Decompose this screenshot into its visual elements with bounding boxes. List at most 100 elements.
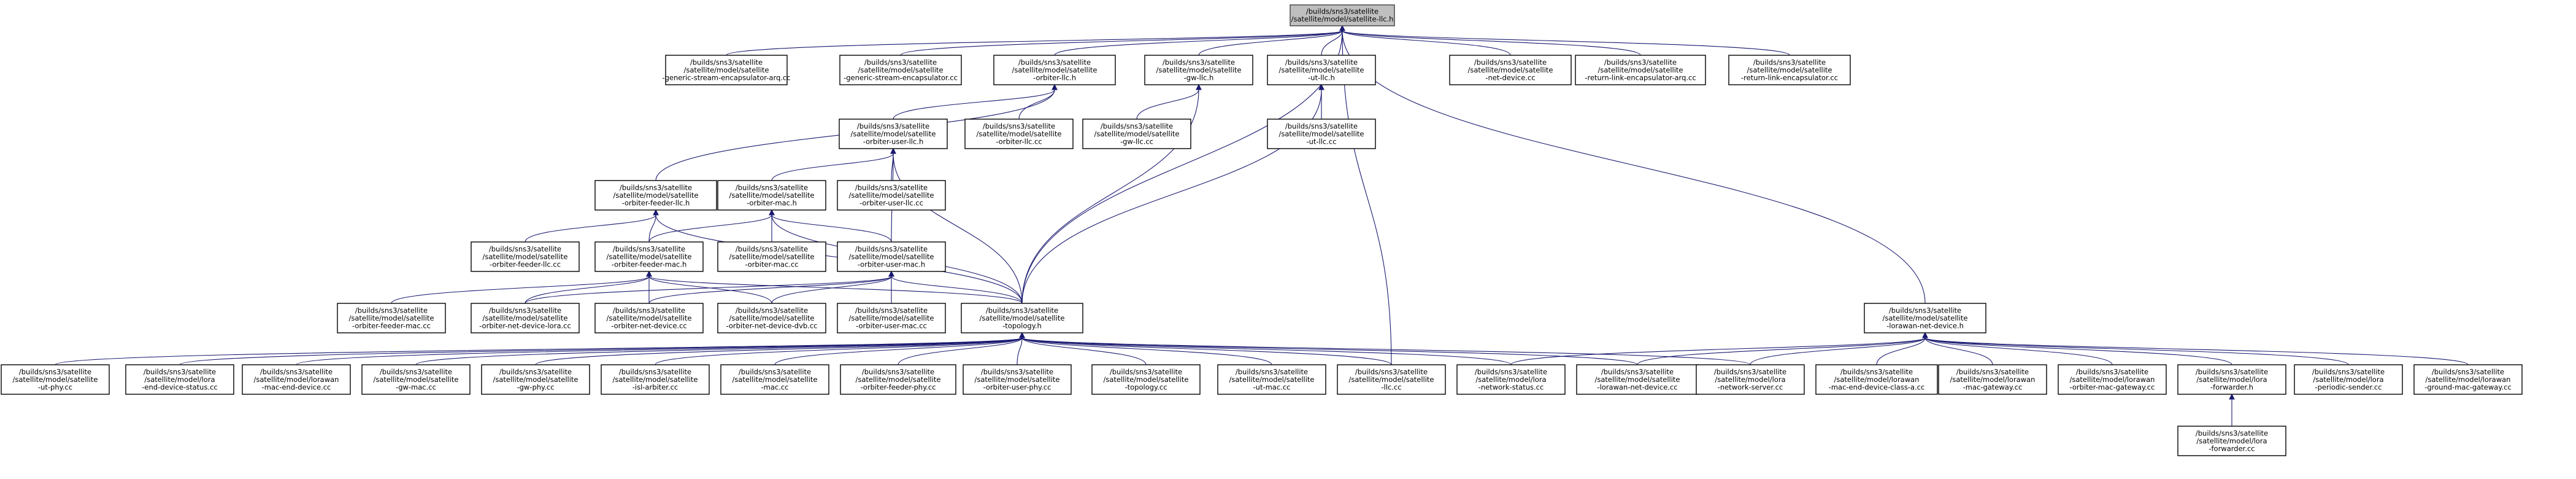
file-node-rlearq[interactable]: /builds/sns3/satellite/satellite/model/s…: [1575, 55, 1706, 85]
file-node-orbfeederllch[interactable]: /builds/sns3/satellite/satellite/model/s…: [594, 180, 717, 211]
file-node-loranetserver[interactable]: /builds/sns3/satellite/satellite/model/l…: [1696, 364, 1805, 395]
file-node-gwmac[interactable]: /builds/sns3/satellite/satellite/model/s…: [361, 364, 471, 395]
edge-lorawanmacgw-to-lorawannetdevh: [1924, 337, 1993, 365]
arrowhead-lorawangroundmacgw-to-lorawannetdevh: [1922, 332, 1928, 338]
file-node-label: -lorawan-net-device.cc: [1597, 383, 1677, 391]
file-node-root[interactable]: /builds/sns3/satellite/satellite/model/s…: [1290, 4, 1395, 26]
file-node-orbnetdevdvb[interactable]: /builds/sns3/satellite/satellite/model/s…: [717, 303, 826, 333]
file-node-lorawanmacenddev[interactable]: /builds/sns3/satellite/satellite/model/l…: [242, 364, 351, 395]
file-node-islarbiter[interactable]: /builds/sns3/satellite/satellite/model/s…: [601, 364, 710, 395]
file-node-lorawangroundmacgw[interactable]: /builds/sns3/satellite/satellite/model/l…: [2413, 364, 2523, 395]
file-node-utllccc[interactable]: /builds/sns3/satellite/satellite/model/s…: [1267, 119, 1376, 149]
file-node-mac[interactable]: /builds/sns3/satellite/satellite/model/s…: [720, 364, 829, 395]
file-node-rle[interactable]: /builds/sns3/satellite/satellite/model/s…: [1728, 55, 1851, 85]
file-node-lorawannetdevcc[interactable]: /builds/sns3/satellite/satellite/model/s…: [1576, 364, 1699, 395]
file-node-label: /satellite/model/satellite: [493, 375, 578, 384]
file-node-label: -forwarder.cc: [2209, 444, 2255, 453]
file-node-label: -orbiter-feeder-mac.cc: [352, 321, 431, 330]
file-node-box: [837, 303, 946, 333]
file-node-label: /builds/sns3/satellite: [855, 306, 928, 314]
file-node-label: /satellite/model/lora: [2196, 437, 2267, 445]
file-node-box: [1728, 55, 1851, 85]
file-node-loraforwarderh[interactable]: /builds/sns3/satellite/satellite/model/l…: [2177, 364, 2286, 395]
file-node-orbnetdev[interactable]: /builds/sns3/satellite/satellite/model/s…: [594, 303, 704, 333]
edge-loranetstatus-to-topologyh: [1021, 337, 1512, 365]
file-node-topologycc[interactable]: /builds/sns3/satellite/satellite/model/s…: [1091, 364, 1201, 395]
file-node-topologyh[interactable]: /builds/sns3/satellite/satellite/model/s…: [961, 303, 1083, 333]
file-node-box: [1815, 364, 1938, 395]
edge-gwphy-to-topologyh: [535, 337, 1023, 365]
file-node-label: /satellite/model/lora: [144, 375, 215, 384]
file-node-loranetstatus[interactable]: /builds/sns3/satellite/satellite/model/l…: [1456, 364, 1566, 395]
file-node-utmac[interactable]: /builds/sns3/satellite/satellite/model/s…: [1217, 364, 1326, 395]
file-node-orbnetdevlora[interactable]: /builds/sns3/satellite/satellite/model/s…: [471, 303, 580, 333]
edge-lorawanorbmacgw-to-lorawannetdevh: [1924, 337, 2113, 365]
file-node-label: /builds/sns3/satellite: [2196, 429, 2268, 437]
file-node-box: [837, 241, 946, 272]
file-node-label: /builds/sns3/satellite: [1889, 306, 1961, 314]
file-node-label: /satellite/model/satellite: [373, 375, 458, 384]
file-node-box: [1938, 364, 2047, 395]
file-node-box: [837, 180, 946, 211]
edge-rle-to-root: [1342, 30, 1790, 56]
file-node-llccc[interactable]: /builds/sns3/satellite/satellite/model/s…: [1337, 364, 1446, 395]
file-node-label: -gw-phy.cc: [517, 383, 554, 391]
file-node-lorawanmacgw[interactable]: /builds/sns3/satellite/satellite/model/l…: [1938, 364, 2047, 395]
file-node-lorawannetdevh[interactable]: /builds/sns3/satellite/satellite/model/s…: [1864, 303, 1986, 333]
file-node-label: /builds/sns3/satellite: [983, 122, 1055, 130]
file-node-orbmach[interactable]: /builds/sns3/satellite/satellite/model/s…: [717, 180, 826, 211]
edge-gsearq-to-root: [726, 30, 1343, 56]
arrowhead-topologyh-to-orbusermach: [888, 270, 894, 277]
edge-orbusermach-to-orbmach: [771, 214, 892, 243]
file-node-lorawanorbmacgw[interactable]: /builds/sns3/satellite/satellite/model/l…: [2058, 364, 2167, 395]
file-node-box: [2294, 364, 2403, 395]
arrowhead-orbfeederllch-to-orbllch: [1052, 84, 1058, 90]
arrowhead-topologyh-to-orbfeedermach: [646, 270, 652, 277]
file-node-label: -orbiter-feeder-llc.cc: [490, 260, 561, 268]
file-node-label: /builds/sns3/satellite: [144, 367, 216, 376]
file-node-label: /builds/sns3/satellite: [2076, 367, 2148, 376]
file-node-orbfeederllccc[interactable]: /builds/sns3/satellite/satellite/model/s…: [471, 241, 580, 272]
file-node-orbfeedermaccc[interactable]: /builds/sns3/satellite/satellite/model/s…: [337, 303, 446, 333]
file-node-label: -gw-llc.h: [1184, 73, 1214, 82]
file-node-gse[interactable]: /builds/sns3/satellite/satellite/model/s…: [839, 55, 962, 85]
file-node-orbfeederphy[interactable]: /builds/sns3/satellite/satellite/model/s…: [840, 364, 956, 395]
file-node-orbusermaccc[interactable]: /builds/sns3/satellite/satellite/model/s…: [837, 303, 946, 333]
file-node-gsearq[interactable]: /builds/sns3/satellite/satellite/model/s…: [662, 55, 791, 85]
file-node-orbuserllch[interactable]: /builds/sns3/satellite/satellite/model/s…: [839, 119, 948, 149]
file-node-gwllccc[interactable]: /builds/sns3/satellite/satellite/model/s…: [1082, 119, 1191, 149]
file-node-utphy[interactable]: /builds/sns3/satellite/satellite/model/s…: [1, 364, 110, 395]
file-node-gwllch[interactable]: /builds/sns3/satellite/satellite/model/s…: [1144, 55, 1253, 85]
edge-gwllch-to-root: [1198, 30, 1343, 56]
file-node-lorawanclassa[interactable]: /builds/sns3/satellite/satellite/model/l…: [1815, 364, 1938, 395]
file-node-orbllch[interactable]: /builds/sns3/satellite/satellite/model/s…: [993, 55, 1116, 85]
file-node-netdev[interactable]: /builds/sns3/satellite/satellite/model/s…: [1449, 55, 1572, 85]
file-node-orbmaccc[interactable]: /builds/sns3/satellite/satellite/model/s…: [717, 241, 826, 272]
file-node-loraforwardercc[interactable]: /builds/sns3/satellite/satellite/model/l…: [2177, 426, 2286, 456]
file-node-label: /satellite/model/satellite: [482, 314, 567, 322]
file-node-box: [717, 180, 826, 211]
file-node-orbuserphy[interactable]: /builds/sns3/satellite/satellite/model/s…: [963, 364, 1072, 395]
edge-topologyh-to-orbuserllch: [893, 153, 1023, 304]
file-node-label: /satellite/model/satellite: [613, 191, 698, 200]
file-node-label: /satellite/model/lorawan: [1834, 375, 1920, 384]
file-node-orbllccc[interactable]: /builds/sns3/satellite/satellite/model/s…: [964, 119, 1074, 149]
file-node-label: /builds/sns3/satellite: [380, 367, 452, 376]
file-node-label: -mac-end-device.cc: [262, 383, 331, 391]
edges-layer: [55, 25, 2469, 426]
file-node-label: -mac-gateway.cc: [1963, 383, 2023, 391]
file-node-loraperiodic[interactable]: /builds/sns3/satellite/satellite/model/l…: [2294, 364, 2403, 395]
file-node-label: -orbiter-llc.cc: [996, 137, 1042, 146]
file-node-label: -mac.cc: [761, 383, 788, 391]
file-node-box: [594, 303, 704, 333]
file-node-loraenddevstatus[interactable]: /builds/sns3/satellite/satellite/model/l…: [125, 364, 234, 395]
file-node-label: /satellite/model/satellite: [848, 191, 934, 200]
file-node-label: /builds/sns3/satellite: [1604, 58, 1677, 66]
file-node-label: -orbiter-mac.cc: [745, 260, 798, 268]
file-node-orbusermach[interactable]: /builds/sns3/satellite/satellite/model/s…: [837, 241, 946, 272]
file-node-gwphy[interactable]: /builds/sns3/satellite/satellite/model/s…: [481, 364, 590, 395]
file-node-utllch[interactable]: /builds/sns3/satellite/satellite/model/s…: [1267, 55, 1376, 85]
edge-orbmach-to-orbuserllch: [771, 153, 894, 181]
file-node-orbuserllccc[interactable]: /builds/sns3/satellite/satellite/model/s…: [837, 180, 946, 211]
file-node-orbfeedermach[interactable]: /builds/sns3/satellite/satellite/model/s…: [594, 241, 704, 272]
